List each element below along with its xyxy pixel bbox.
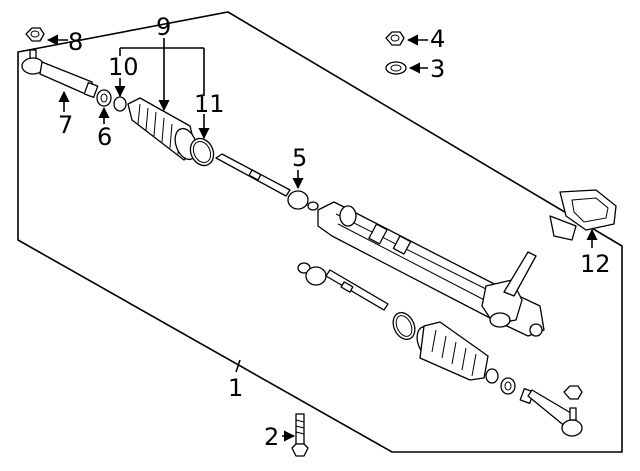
callout-4: 4 xyxy=(430,25,445,53)
nut-part-8 xyxy=(25,27,45,42)
washer-part-3 xyxy=(385,61,407,75)
boot-part-9-left xyxy=(127,97,198,161)
callout-9: 9 xyxy=(156,13,171,41)
callout-2: 2 xyxy=(264,423,279,451)
tie-rod-end-lower xyxy=(519,385,583,437)
callout-1: 1 xyxy=(228,374,243,402)
callout-12: 12 xyxy=(580,250,611,278)
tie-rod-end-part-7 xyxy=(21,49,99,98)
nut-part-4 xyxy=(385,31,405,46)
boot-lower xyxy=(416,321,489,381)
callout-8: 8 xyxy=(68,28,83,56)
clamp-part-10 xyxy=(113,96,127,112)
bolt-part-2 xyxy=(291,413,309,457)
lock-nut-part-6 xyxy=(96,89,112,107)
clamp-lower xyxy=(485,368,516,395)
callout-6: 6 xyxy=(97,123,112,151)
assembly-boundary xyxy=(17,11,623,453)
callout-7: 7 xyxy=(58,111,73,139)
callout-10: 10 xyxy=(108,53,139,81)
inner-tie-rod-lower xyxy=(297,262,389,311)
grommet-part-12 xyxy=(549,189,617,241)
inner-tie-rod-part-5-upper xyxy=(215,153,319,211)
rack-housing xyxy=(317,201,545,337)
callout-11: 11 xyxy=(194,90,225,118)
leader-1 xyxy=(235,359,241,373)
callout-3: 3 xyxy=(430,55,445,83)
callout-5: 5 xyxy=(292,144,307,172)
ring-clamp-lower xyxy=(392,311,416,341)
ring-clamp-part-11-left xyxy=(189,137,215,167)
